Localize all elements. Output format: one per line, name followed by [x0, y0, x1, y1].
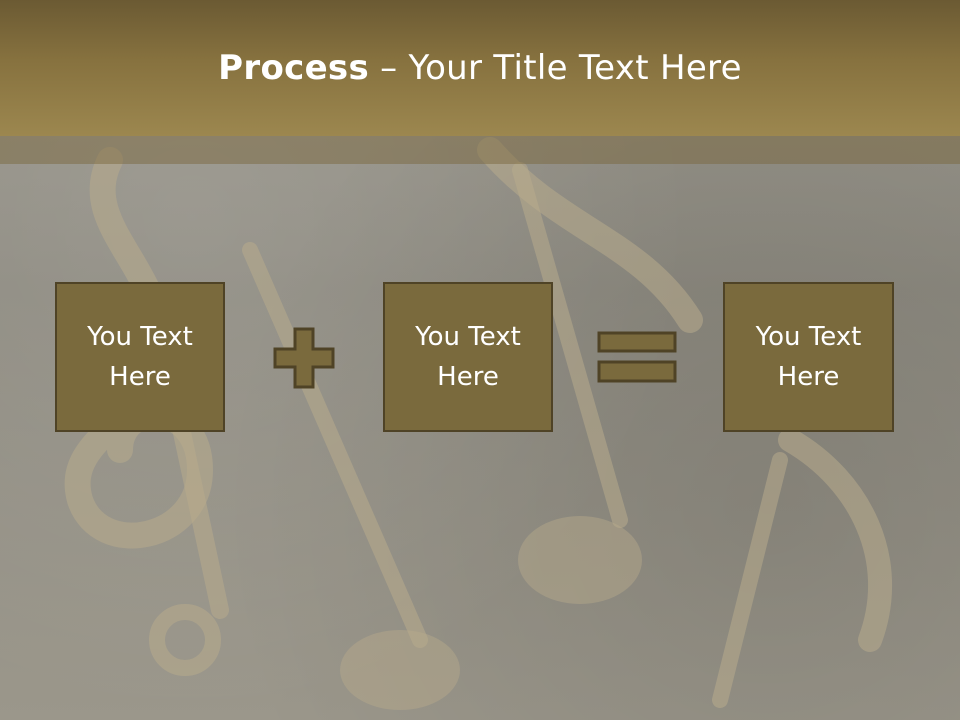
title-bold-part: Process	[218, 48, 370, 88]
process-box-1[interactable]: You Text Here	[55, 282, 225, 432]
process-box-2[interactable]: You Text Here	[383, 282, 553, 432]
title-bar: Process – Your Title Text Here	[0, 0, 960, 136]
process-box-2-text: You Text Here	[415, 322, 521, 392]
title-separator: –	[369, 48, 409, 88]
header-strip	[0, 136, 960, 164]
plus-icon	[273, 327, 335, 389]
title-text-part: Your Title Text Here	[408, 48, 742, 88]
process-box-1-text: You Text Here	[87, 322, 193, 392]
process-box-3[interactable]: You Text Here	[723, 282, 894, 432]
slide-title[interactable]: Process – Your Title Text Here	[218, 48, 742, 88]
equals-icon	[597, 331, 677, 383]
process-box-3-text: You Text Here	[755, 322, 862, 392]
